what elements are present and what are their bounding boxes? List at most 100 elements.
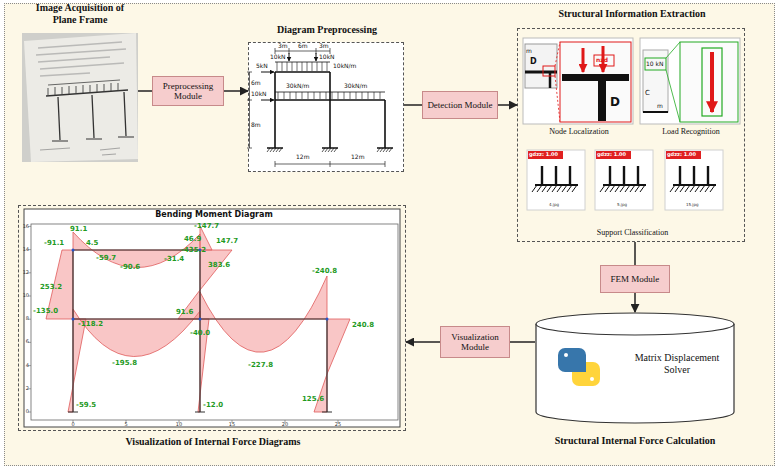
moment-value: -40.0 <box>190 330 210 337</box>
photo-illustration <box>36 42 126 76</box>
moment-value: 46.9 <box>184 236 201 243</box>
python-logo <box>564 353 568 357</box>
moment-value: 91.1 <box>70 226 87 233</box>
moment-plot <box>28 226 338 423</box>
support-panels <box>527 150 585 210</box>
dimension-label: 6m <box>298 43 308 49</box>
moment-plot <box>73 250 327 412</box>
node-localization-panel <box>560 42 631 122</box>
flow-arrow <box>498 104 517 106</box>
node-text: FEM Module <box>601 266 669 292</box>
moment-plot <box>326 318 329 321</box>
dimension-label: 30kN/m <box>344 83 367 89</box>
node-text: Load Recognition <box>641 127 741 136</box>
cylinder-outline <box>536 324 734 423</box>
moment-plot <box>72 318 75 321</box>
dimension-label: 10kN <box>251 91 267 97</box>
moment-value: -90.6 <box>120 264 140 271</box>
moment-value: -118.2 <box>78 321 103 328</box>
tick-label: 4 <box>26 363 29 368</box>
moment-value: 4.5 <box>86 240 98 247</box>
node-text: Support Classification <box>524 228 741 237</box>
frame-sketch <box>278 92 380 99</box>
tick-label: 10 <box>23 293 29 298</box>
moment-plot <box>72 249 75 252</box>
module-box: Preprocessing Module <box>152 76 224 106</box>
moment-plot <box>68 411 332 412</box>
photo-illustration <box>22 33 138 162</box>
frame-sketch <box>289 53 290 61</box>
load-recognition-panel <box>645 58 666 70</box>
photo-illustration <box>48 83 118 96</box>
node-localization-panel <box>582 48 585 72</box>
dimension-label: 3m <box>278 43 288 49</box>
moment-value: -195.8 <box>112 360 137 367</box>
module-box: Detection Module <box>422 91 498 119</box>
stage-heading: Image Acquisition of Plane Frame <box>24 2 136 25</box>
plot-title: Bending Moment Diagram <box>155 211 273 219</box>
tick-label: 20 <box>282 422 288 427</box>
module-box: FEM Module <box>600 265 670 293</box>
stage-heading: Diagram Preprocessing <box>249 24 405 36</box>
moment-value: 383.6 <box>208 262 230 269</box>
detection-tag: nzd <box>596 57 608 63</box>
dimension-label: 5kN <box>256 63 268 69</box>
dimension-label: 12m <box>296 154 309 160</box>
tick-label: 15.jpg <box>686 203 699 207</box>
moment-value: -59.7 <box>96 255 116 262</box>
moment-plot <box>199 318 202 321</box>
moment-value: -135.0 <box>33 308 58 315</box>
node-localization-panel <box>523 38 633 124</box>
module-box: Visualization Module <box>440 326 510 358</box>
dimension-label: 10kN/m <box>333 63 356 69</box>
dimension-label: 10kN <box>319 54 335 60</box>
frame-sketch <box>261 100 274 101</box>
frame-sketch <box>247 48 393 167</box>
photo-illustration <box>22 33 138 162</box>
tick-label: 2 <box>26 386 29 391</box>
python-logo <box>558 348 600 386</box>
dimension-label: m <box>657 103 663 109</box>
stage-box: Diagram Preprocessing <box>248 42 404 172</box>
flow-arrow <box>224 90 248 92</box>
support-panels <box>527 150 723 210</box>
python-logo <box>558 348 586 372</box>
moment-value: -147.7 <box>194 223 219 230</box>
node-text: Matrix Displacement Solver <box>623 352 731 375</box>
frame-sketch <box>275 92 385 93</box>
moment-value: 240.8 <box>352 322 374 329</box>
moment-value: -12.0 <box>203 402 223 409</box>
moment-plot <box>68 319 86 412</box>
moment-value: -59.5 <box>76 402 96 409</box>
node-text: Preprocessing Module <box>153 77 223 105</box>
tick-label: 5 <box>124 422 127 427</box>
moment-value: -91.1 <box>44 240 64 247</box>
tick-label: 0 <box>26 409 29 414</box>
load-recognition-panel <box>666 42 680 122</box>
moment-value: 253.2 <box>40 284 62 291</box>
frame-sketch <box>267 147 393 148</box>
tick-label: 5.jpg <box>617 203 627 207</box>
node-letter: D <box>530 58 537 66</box>
dimension-label: 6m <box>251 80 261 86</box>
stage-heading: Structural Internal Force Calculation <box>525 435 745 447</box>
dimension-label: 12m <box>351 154 364 160</box>
frame-sketch <box>277 62 327 71</box>
class-tag: gdzz: 1.00 <box>597 152 626 157</box>
moment-plot <box>24 209 400 427</box>
python-logo <box>572 362 600 386</box>
node-localization-panel <box>543 66 555 76</box>
moment-value: 91.6 <box>176 309 193 316</box>
flow-arrow <box>634 242 636 265</box>
photo-illustration <box>40 148 120 155</box>
photo-illustration <box>52 137 134 141</box>
dimension-label: 8m <box>251 122 261 128</box>
moment-plot <box>200 250 232 290</box>
tick-label: 25 <box>335 422 341 427</box>
load-recognition-panel <box>643 50 668 112</box>
load-recognition-panel <box>702 48 722 116</box>
frame-sketch <box>267 148 392 152</box>
flow-arrow <box>138 90 152 92</box>
